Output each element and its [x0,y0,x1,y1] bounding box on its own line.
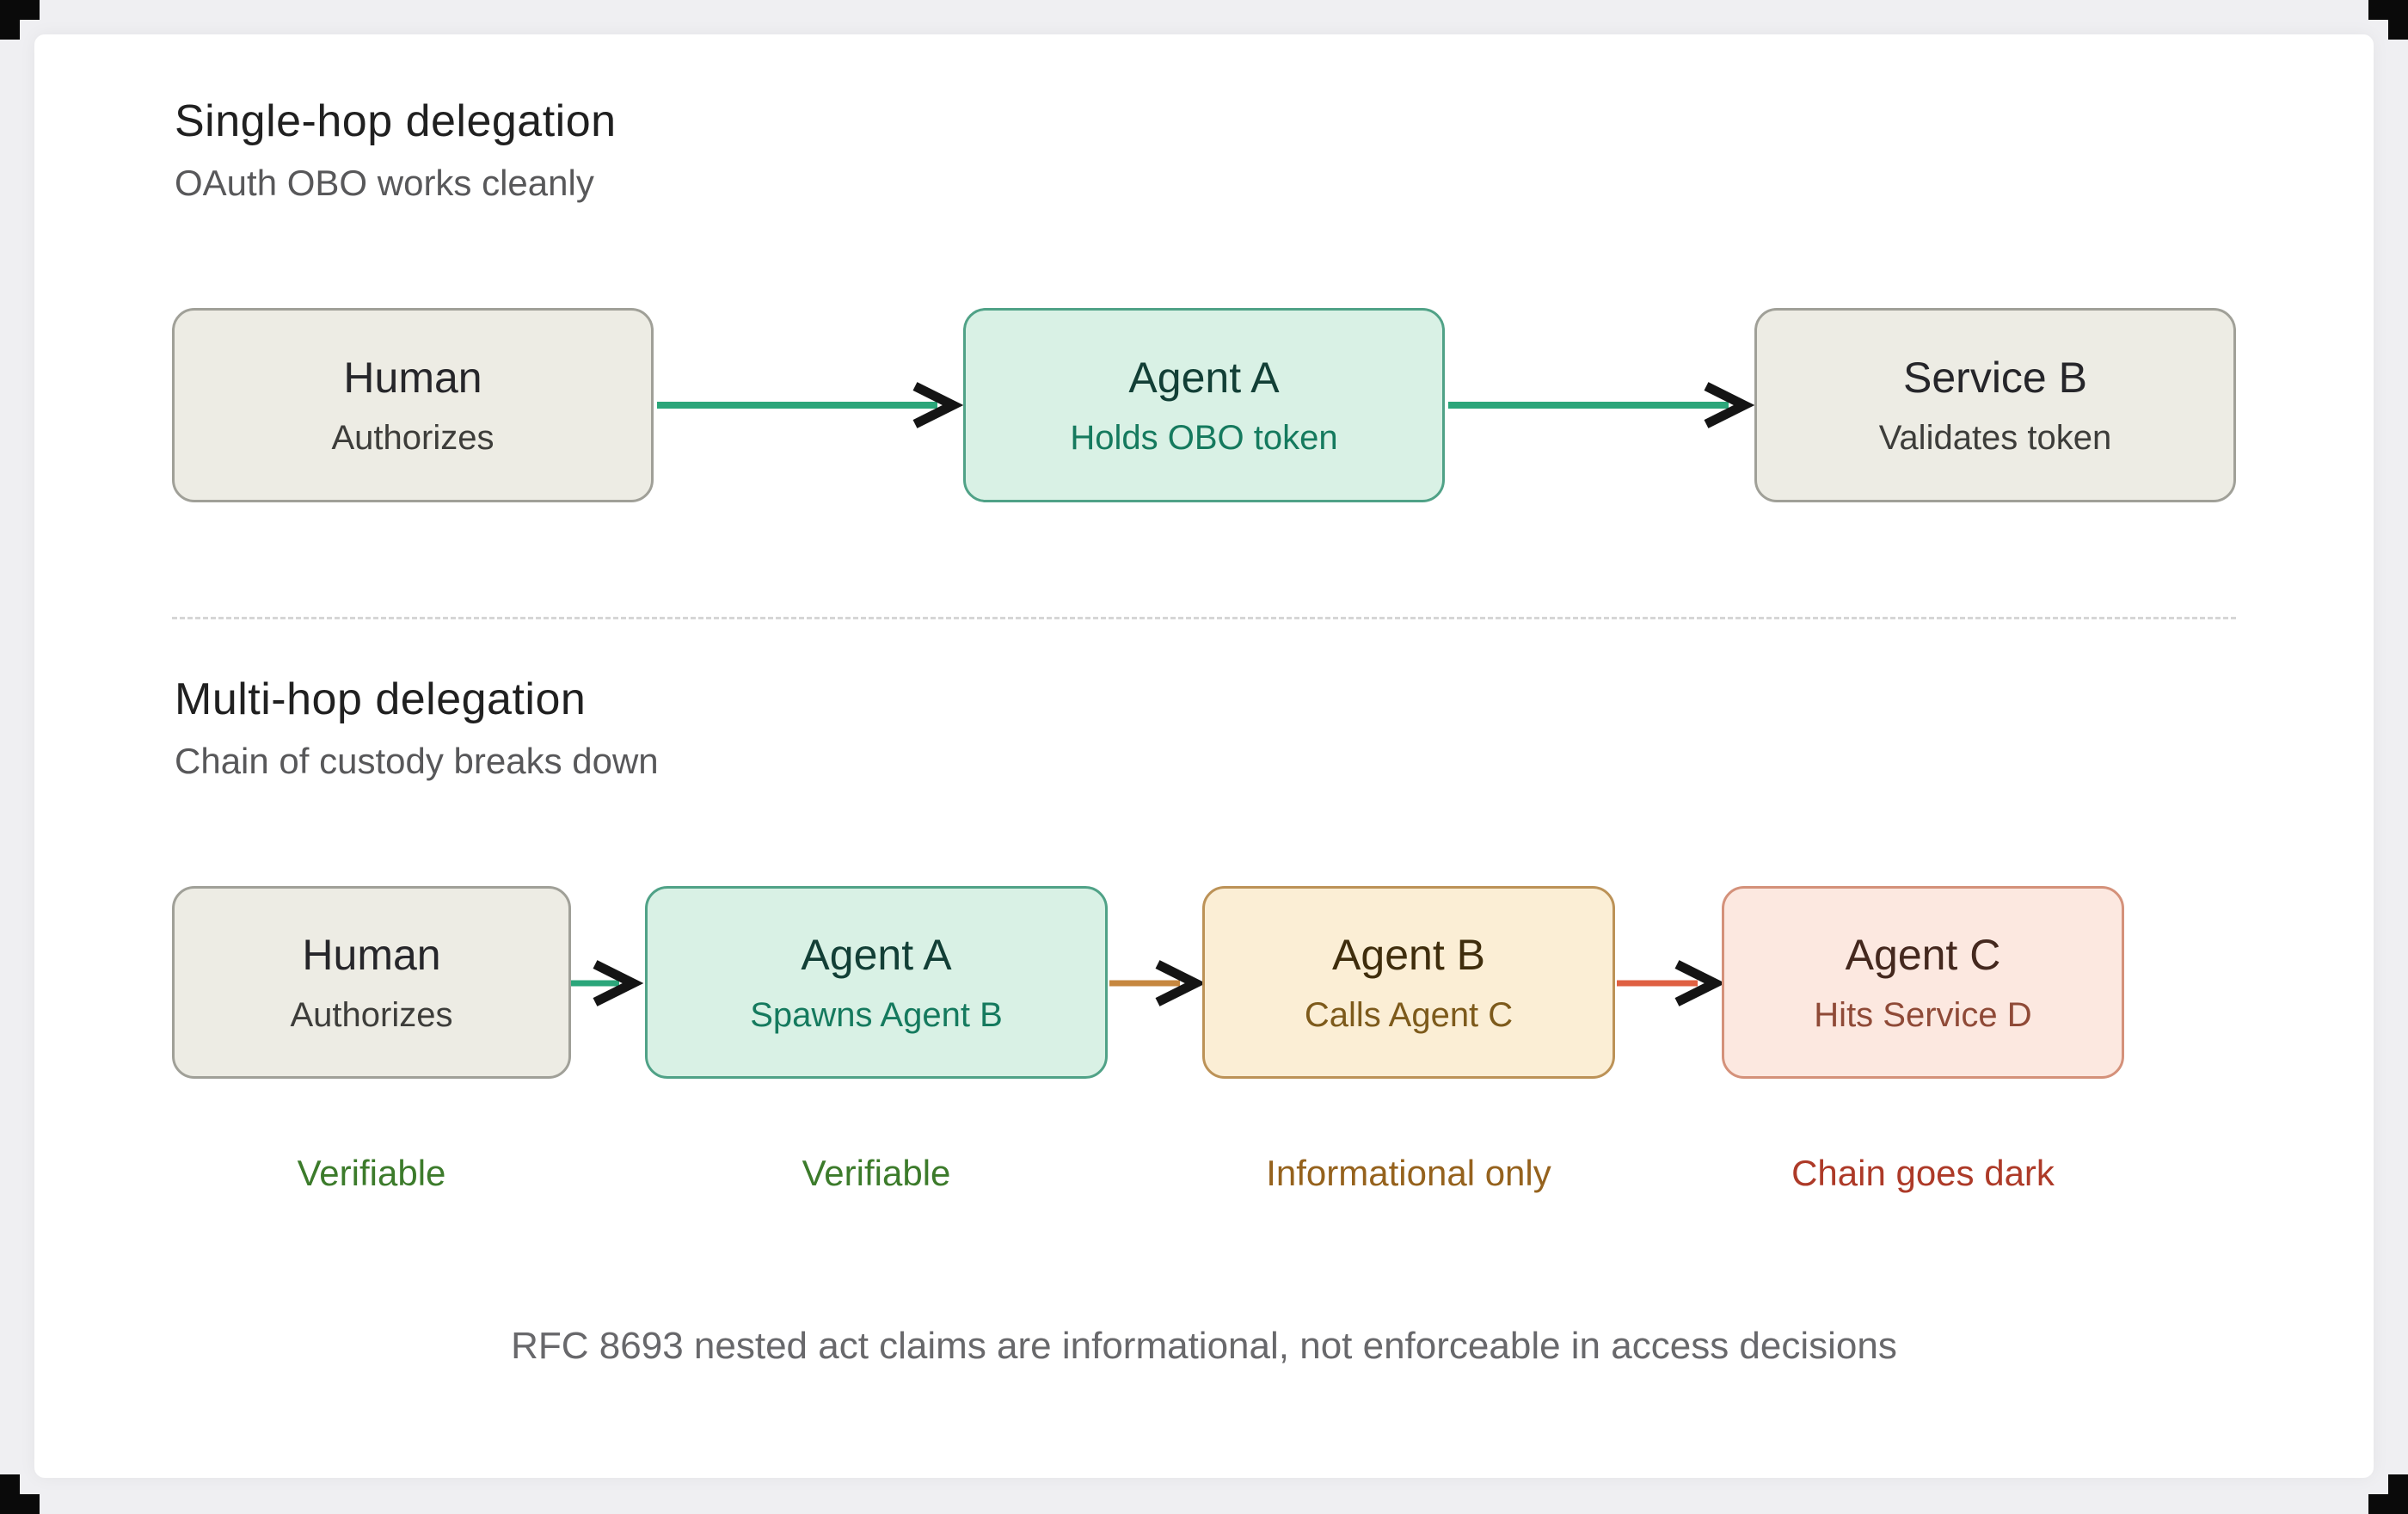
footer-note: RFC 8693 nested act claims are informati… [511,1325,1897,1367]
arrow-agent-a-to-agent-b [1109,960,1207,1006]
node-subtitle: Hits Service D [1814,995,2032,1034]
diagram-card [34,34,2374,1478]
node-title: Agent B [1332,930,1485,979]
arrow-human-to-agent-a-multi [571,960,644,1006]
multi-hop-section-subtitle: Chain of custody breaks down [175,741,659,781]
section-divider [172,617,2236,619]
verdict-label-human: Verifiable [297,1153,446,1193]
node-service-b-single: Service B Validates token [1754,308,2236,502]
node-agent-a-multi: Agent A Spawns Agent B [645,886,1108,1079]
node-agent-b-multi: Agent B Calls Agent C [1202,886,1615,1079]
crop-mark-bottom-right [2388,1474,2408,1514]
single-hop-section-title: Single-hop delegation [175,96,617,146]
arrow-agent-a-to-service-b [1448,382,1755,428]
arrow-human-to-agent-a [657,382,964,428]
node-subtitle: Authorizes [290,995,453,1034]
node-subtitle: Spawns Agent B [750,995,1003,1034]
single-hop-section-subtitle: OAuth OBO works cleanly [175,163,594,203]
node-title: Agent A [801,930,952,979]
node-human-single: Human Authorizes [172,308,654,502]
node-human-multi: Human Authorizes [172,886,571,1079]
node-agent-c-multi: Agent C Hits Service D [1722,886,2124,1079]
node-title: Human [302,930,441,979]
node-title: Human [343,353,482,402]
node-subtitle: Validates token [1878,418,2112,457]
crop-mark-bottom-left [0,1474,20,1514]
verdict-label-agent-b: Informational only [1266,1153,1551,1193]
multi-hop-section-title: Multi-hop delegation [175,674,587,724]
verdict-label-agent-c: Chain goes dark [1791,1153,2055,1193]
crop-mark-top-right [2388,0,2408,40]
node-subtitle: Holds OBO token [1070,418,1338,457]
node-subtitle: Calls Agent C [1304,995,1514,1034]
node-title: Service B [1903,353,2087,402]
node-title: Agent A [1128,353,1280,402]
node-subtitle: Authorizes [331,418,494,457]
node-agent-a-single: Agent A Holds OBO token [963,308,1445,502]
verdict-label-agent-a: Verifiable [802,1153,951,1193]
crop-mark-top-left [0,0,20,40]
node-title: Agent C [1845,930,2001,979]
arrow-agent-b-to-agent-c [1617,960,1726,1006]
